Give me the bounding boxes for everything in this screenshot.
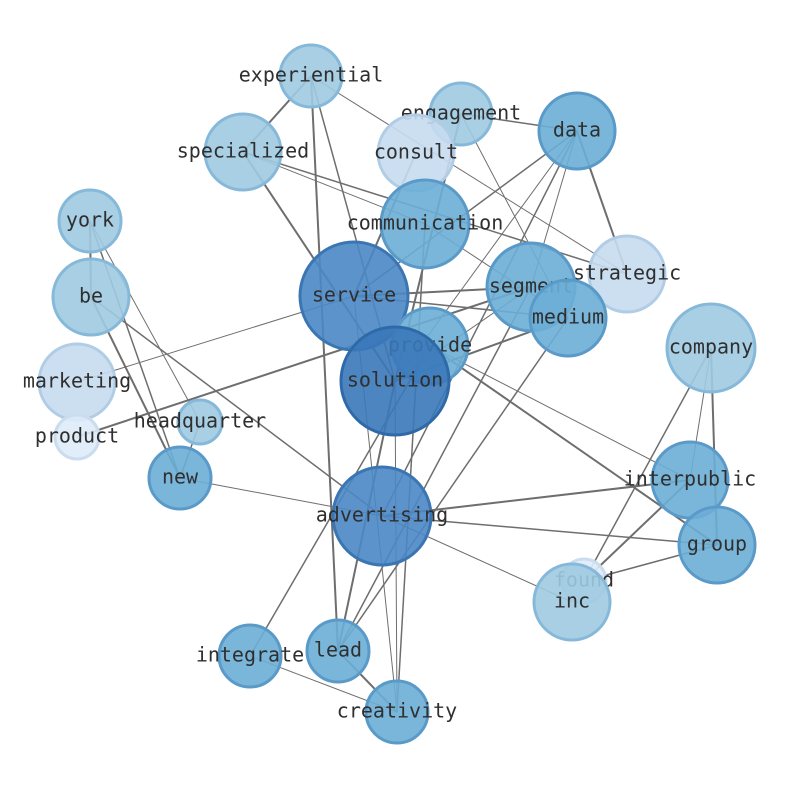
node-circle-advertising: [331, 465, 433, 567]
node-label-new: new: [162, 465, 199, 489]
edge-provide-interpublic: [429, 345, 691, 481]
node-new: new: [147, 445, 213, 511]
node-product: product: [35, 413, 119, 461]
node-label-advertising: advertising: [316, 503, 448, 527]
node-circle-integrate: [217, 623, 283, 689]
node-label-service: service: [312, 283, 396, 307]
edge-data-advertising: [381, 130, 578, 517]
node-label-strategic: strategic: [573, 261, 681, 285]
node-solution: solution: [339, 325, 451, 437]
node-label-group: group: [687, 532, 747, 556]
node-label-data: data: [553, 118, 601, 142]
edge-advertising-interpublic: [381, 479, 691, 517]
node-label-experiential: experiential: [239, 63, 384, 87]
node-circle-strategic: [587, 234, 667, 314]
node-integrate: integrate: [196, 623, 304, 689]
node-marketing: marketing: [23, 342, 131, 422]
node-circle-solution: [339, 325, 451, 437]
node-label-lead: lead: [314, 638, 362, 662]
node-circle-communication: [379, 178, 471, 270]
edge-be-advertising: [90, 296, 383, 517]
node-label-consult: consult: [374, 140, 458, 164]
node-label-communication: communication: [347, 211, 504, 235]
node-communication: communication: [347, 178, 504, 270]
node-label-interpublic: interpublic: [624, 467, 756, 491]
node-medium: medium: [528, 278, 608, 358]
node-label-creativity: creativity: [337, 699, 457, 723]
node-label-inc: inc: [554, 589, 590, 613]
edge-york-headquarter: [89, 220, 201, 423]
node-lead: lead: [305, 618, 371, 684]
node-circle-specialized: [203, 112, 283, 192]
node-experiential: experiential: [239, 43, 384, 109]
node-label-medium: medium: [532, 305, 604, 329]
node-interpublic: interpublic: [624, 440, 756, 520]
node-strategic: strategic: [573, 234, 681, 314]
node-circle-creativity: [364, 679, 430, 745]
node-label-company: company: [669, 335, 753, 359]
node-inc: inc: [532, 562, 612, 642]
node-circle-product: [53, 413, 101, 461]
node-label-specialized: specialized: [177, 139, 309, 163]
edge-communication-creativity: [396, 223, 426, 713]
edge-experiential-lead: [310, 75, 339, 652]
node-circle-york: [57, 188, 123, 254]
node-circle-inc: [532, 562, 612, 642]
node-circle-experiential: [278, 43, 344, 109]
node-headquarter: headquarter: [134, 398, 266, 446]
node-circle-company: [665, 302, 757, 394]
node-group: group: [677, 505, 757, 585]
node-circle-new: [147, 445, 213, 511]
node-creativity: creativity: [337, 679, 457, 745]
node-circle-medium: [528, 278, 608, 358]
node-label-product: product: [35, 424, 119, 448]
node-company: company: [665, 302, 757, 394]
node-label-be: be: [79, 284, 103, 308]
node-york: york: [57, 188, 123, 254]
node-service: service: [298, 240, 410, 352]
edge-segment-product: [76, 286, 532, 438]
node-label-headquarter: headquarter: [134, 409, 266, 433]
node-label-integrate: integrate: [196, 643, 304, 667]
node-label-solution: solution: [347, 368, 443, 392]
node-circle-group: [677, 505, 757, 585]
node-circle-headquarter: [176, 398, 224, 446]
node-consult: consult: [374, 113, 458, 193]
edge-segment-lead: [337, 286, 532, 652]
node-label-marketing: marketing: [23, 369, 131, 393]
node-circle-data: [537, 91, 617, 171]
node-be: be: [51, 257, 131, 337]
edge-experiential-strategic: [310, 75, 628, 275]
node-advertising: advertising: [316, 465, 448, 567]
node-label-york: york: [66, 208, 114, 232]
node-circle-be: [51, 257, 131, 337]
edge-advertising-group: [381, 515, 718, 546]
nodes-layer: experientialengagementdataconsultspecial…: [23, 43, 757, 745]
edge-medium-lead: [337, 317, 569, 652]
node-specialized: specialized: [177, 112, 309, 192]
node-circle-lead: [305, 618, 371, 684]
node-data: data: [537, 91, 617, 171]
